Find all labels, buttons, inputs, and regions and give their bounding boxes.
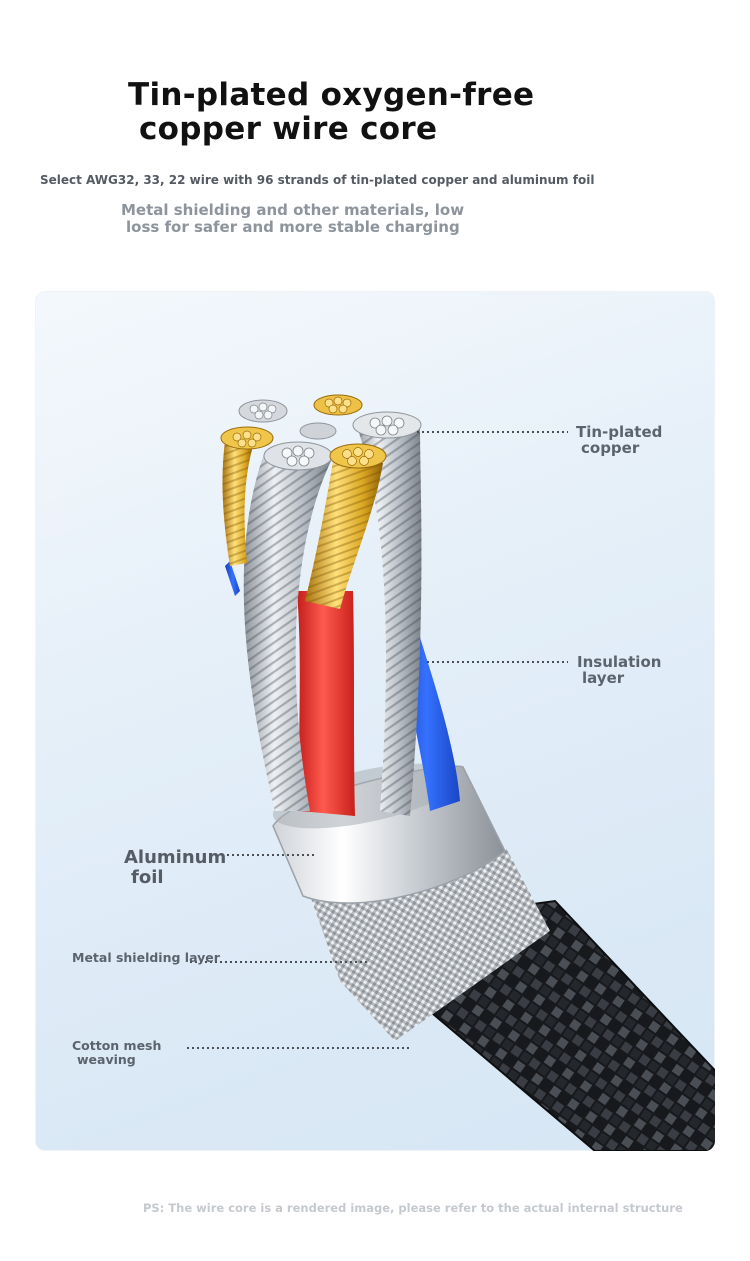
subtitle: Select AWG32, 33, 22 wire with 96 strand…	[40, 173, 595, 187]
description-line-1: Metal shielding and other materials, low	[121, 201, 465, 219]
callout-aluminum-foil: Aluminum foil	[124, 848, 226, 888]
callout-cotton-mesh-weaving: Cotton mesh weaving	[72, 1039, 161, 1067]
red-insulated-wire	[297, 591, 355, 816]
description: Metal shielding and other materials, low…	[121, 202, 541, 236]
callout-tin-plated-copper-line-2: copper	[581, 439, 640, 457]
callout-aluminum-foil-line-2: foil	[131, 867, 164, 888]
callout-tin-plated-copper-line-1: Tin-plated	[576, 423, 663, 441]
title-line-2: copper wire core	[139, 111, 438, 147]
gold-copper-strands-left	[220, 426, 274, 566]
callout-insulation-layer: Insulation layer	[577, 654, 661, 686]
callout-insulation-layer-line-2: layer	[582, 669, 625, 687]
description-line-2: loss for safer and more stable charging	[126, 218, 460, 236]
callout-aluminum-foil-line-1: Aluminum	[124, 847, 227, 868]
callout-metal-shielding-layer: Metal shielding layer	[72, 950, 220, 965]
callout-cotton-mesh-line-2: weaving	[77, 1052, 136, 1067]
cable-illustration	[187, 394, 715, 1151]
callout-insulation-layer-line-1: Insulation	[577, 653, 662, 671]
footnote: PS: The wire core is a rendered image, p…	[143, 1201, 683, 1215]
silver-strand-wire-back	[238, 399, 337, 440]
leader-lines	[187, 431, 568, 1049]
gold-copper-strands-back	[313, 394, 363, 416]
cable-illustration-panel	[35, 291, 715, 1151]
callout-cotton-mesh-line-1: Cotton mesh	[72, 1038, 162, 1053]
gold-copper-strands-front	[305, 443, 387, 609]
callout-tin-plated-copper: Tin-plated copper	[576, 424, 662, 456]
title-line-1: Tin-plated oxygen-free	[128, 77, 535, 113]
silver-strand-wire-right	[352, 411, 422, 816]
silver-strand-wire-left	[243, 441, 333, 811]
page-title: Tin-plated oxygen-free copper wire core	[128, 78, 598, 146]
